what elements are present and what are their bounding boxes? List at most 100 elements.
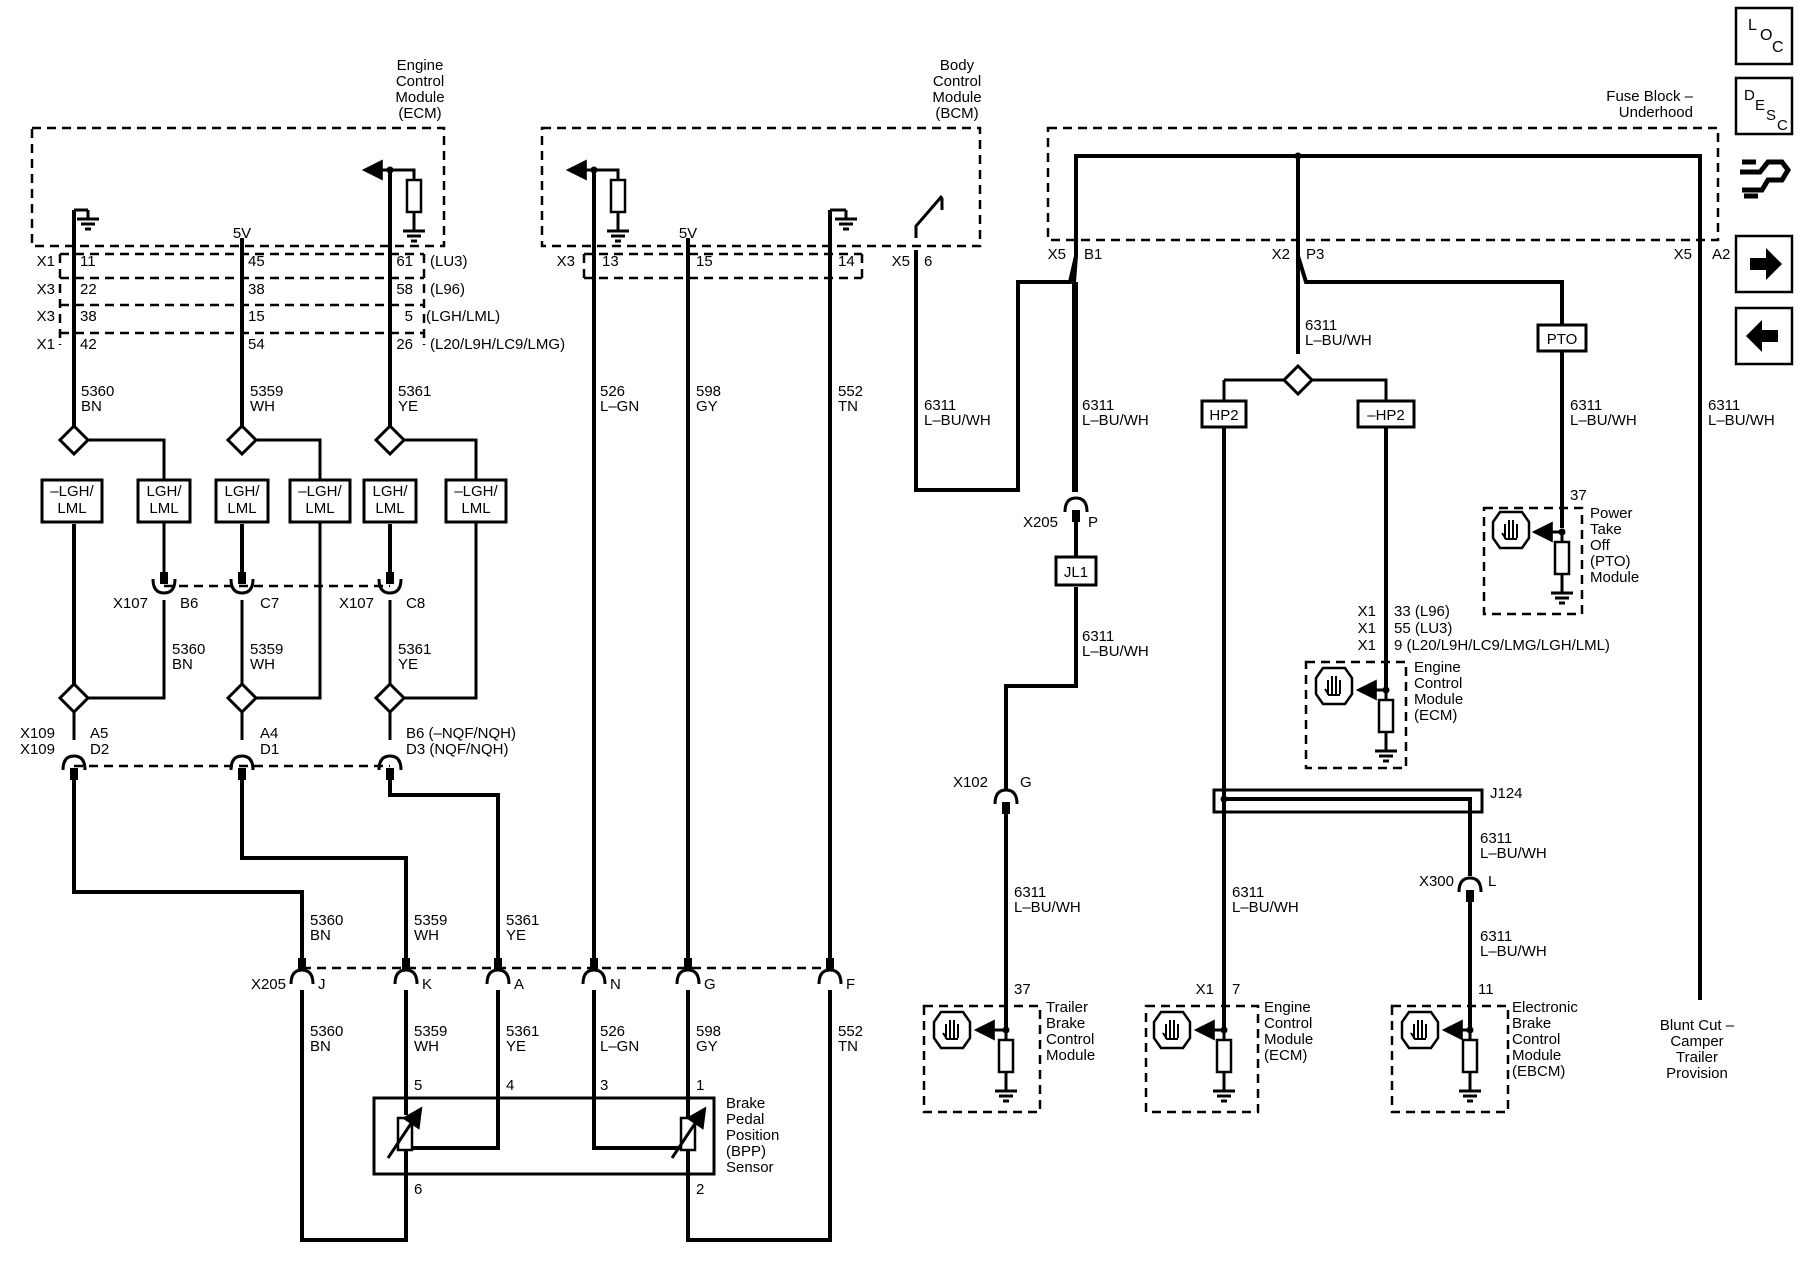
svg-text:TN: TN: [838, 398, 858, 415]
svg-text:55 (LU3): 55 (LU3): [1394, 620, 1452, 637]
svg-text:598: 598: [696, 383, 721, 400]
svg-text:J: J: [318, 976, 326, 993]
svg-text:Sensor: Sensor: [726, 1159, 774, 1176]
svg-text:6311: 6311: [1305, 317, 1337, 334]
svg-text:X1: X1: [1196, 981, 1214, 998]
svg-text:6311: 6311: [1082, 628, 1114, 645]
svg-text:5360: 5360: [81, 383, 114, 400]
svg-text:38: 38: [248, 281, 265, 298]
x107-labels: X107 B6 C7 X107 C8: [113, 595, 425, 612]
svg-text:X1: X1: [37, 336, 55, 353]
svg-text:6311: 6311: [1570, 397, 1602, 414]
resistor-icon: [1377, 698, 1395, 734]
svg-text:6311: 6311: [1082, 397, 1114, 414]
ecm-bottom-pin-label: X1 7: [1196, 981, 1241, 998]
svg-text:X5: X5: [892, 253, 910, 270]
svg-text:C: C: [1777, 117, 1788, 134]
svg-text:(L96): (L96): [430, 281, 465, 298]
svg-text:A5: A5: [90, 725, 108, 742]
sensor-pin-labels: 5 4 3 1 6 2: [414, 1077, 704, 1198]
svg-text:X1: X1: [37, 253, 55, 270]
svg-text:L: L: [1748, 17, 1757, 34]
svg-text:Take: Take: [1590, 521, 1622, 538]
module-hand-icon: [1400, 1010, 1440, 1050]
previous-page-button[interactable]: [1734, 306, 1794, 366]
svg-text:O: O: [1760, 27, 1772, 44]
ground-icon: [993, 1080, 1019, 1103]
svg-text:Electronic: Electronic: [1512, 999, 1578, 1016]
svg-text:X109: X109: [20, 741, 55, 758]
svg-text:Module: Module: [1264, 1031, 1313, 1048]
svg-text:4: 4: [506, 1077, 514, 1094]
svg-text:5361: 5361: [398, 383, 431, 400]
svg-text:6: 6: [924, 253, 932, 270]
svg-text:(ECM): (ECM): [1264, 1047, 1307, 1064]
harness-connector-icon: [1740, 159, 1792, 199]
svg-text:D1: D1: [260, 741, 279, 758]
option-box: LGH/ LML: [362, 478, 418, 524]
svg-text:Brake: Brake: [726, 1095, 765, 1112]
svg-text:Provision: Provision: [1666, 1065, 1728, 1082]
svg-text:Module: Module: [1414, 691, 1463, 708]
svg-text:B1: B1: [1084, 246, 1102, 263]
ecm-vref-label: 5V: [233, 225, 251, 242]
svg-text:X107: X107: [339, 595, 374, 612]
svg-text:C: C: [1772, 39, 1784, 56]
resistor-icon: [1553, 540, 1571, 576]
svg-text:B6: B6: [180, 595, 198, 612]
ground-icon: [1457, 1080, 1483, 1103]
description-button[interactable]: D E S C: [1734, 76, 1794, 136]
svg-text:Engine: Engine: [1264, 999, 1311, 1016]
svg-text:LML: LML: [461, 500, 490, 517]
svg-text:5360: 5360: [172, 641, 205, 658]
pto-module-box: [1482, 506, 1584, 616]
svg-text:(BPP): (BPP): [726, 1143, 766, 1160]
connector-icon: [61, 754, 87, 772]
svg-text:Camper: Camper: [1670, 1033, 1723, 1050]
svg-text:F: F: [846, 976, 855, 993]
splice-icon: [58, 424, 90, 456]
svg-text:5361: 5361: [506, 912, 539, 929]
not-hp2-option-box: –HP2: [1356, 399, 1416, 429]
svg-text:X3: X3: [37, 281, 55, 298]
svg-text:Engine: Engine: [1414, 659, 1461, 676]
pto-option-box: PTO: [1536, 323, 1588, 353]
svg-text:9 (L20/L9H/LC9/LMG/LGH/LML): 9 (L20/L9H/LC9/LMG/LGH/LML): [1394, 637, 1610, 654]
ground-icon: [605, 220, 631, 243]
module-hand-icon: [1491, 510, 1531, 550]
module-hand-icon: [932, 1010, 972, 1050]
svg-text:Control: Control: [933, 73, 981, 90]
svg-text:14: 14: [838, 253, 855, 270]
ecm-mid-box: [1304, 660, 1408, 770]
svg-text:Control: Control: [1046, 1031, 1094, 1048]
x109-labels: X109 X109 A5 D2 A4 D1 B6 (–NQF/NQH) D3 (…: [20, 725, 516, 758]
svg-text:GY: GY: [696, 1038, 718, 1055]
svg-text:Control: Control: [1414, 675, 1462, 692]
svg-text:X300: X300: [1419, 873, 1454, 890]
resistor-icon: [609, 178, 627, 214]
potentiometer-icon: [386, 1106, 423, 1159]
ground-icon: [1549, 582, 1575, 605]
svg-text:6311: 6311: [1708, 397, 1740, 414]
harness-connector-button[interactable]: [1736, 148, 1792, 204]
svg-text:61: 61: [396, 253, 413, 270]
svg-text:Module: Module: [1590, 569, 1639, 586]
svg-text:C7: C7: [260, 595, 279, 612]
svg-text:YE: YE: [398, 656, 418, 673]
svg-text:L–BU/WH: L–BU/WH: [1708, 412, 1775, 429]
next-page-button[interactable]: [1734, 234, 1794, 294]
resistor-icon: [1461, 1038, 1479, 1074]
svg-text:Power: Power: [1590, 505, 1633, 522]
svg-text:X205: X205: [251, 976, 286, 993]
svg-text:45: 45: [248, 253, 265, 270]
option-box: –LGH/ LML: [288, 478, 352, 524]
svg-text:5359: 5359: [414, 1023, 447, 1040]
location-button[interactable]: L O C: [1734, 6, 1794, 66]
svg-text:X2: X2: [1272, 246, 1290, 263]
svg-text:TN: TN: [838, 1038, 858, 1055]
svg-text:A4: A4: [260, 725, 278, 742]
svg-text:WH: WH: [414, 927, 439, 944]
svg-text:Body: Body: [940, 57, 975, 74]
